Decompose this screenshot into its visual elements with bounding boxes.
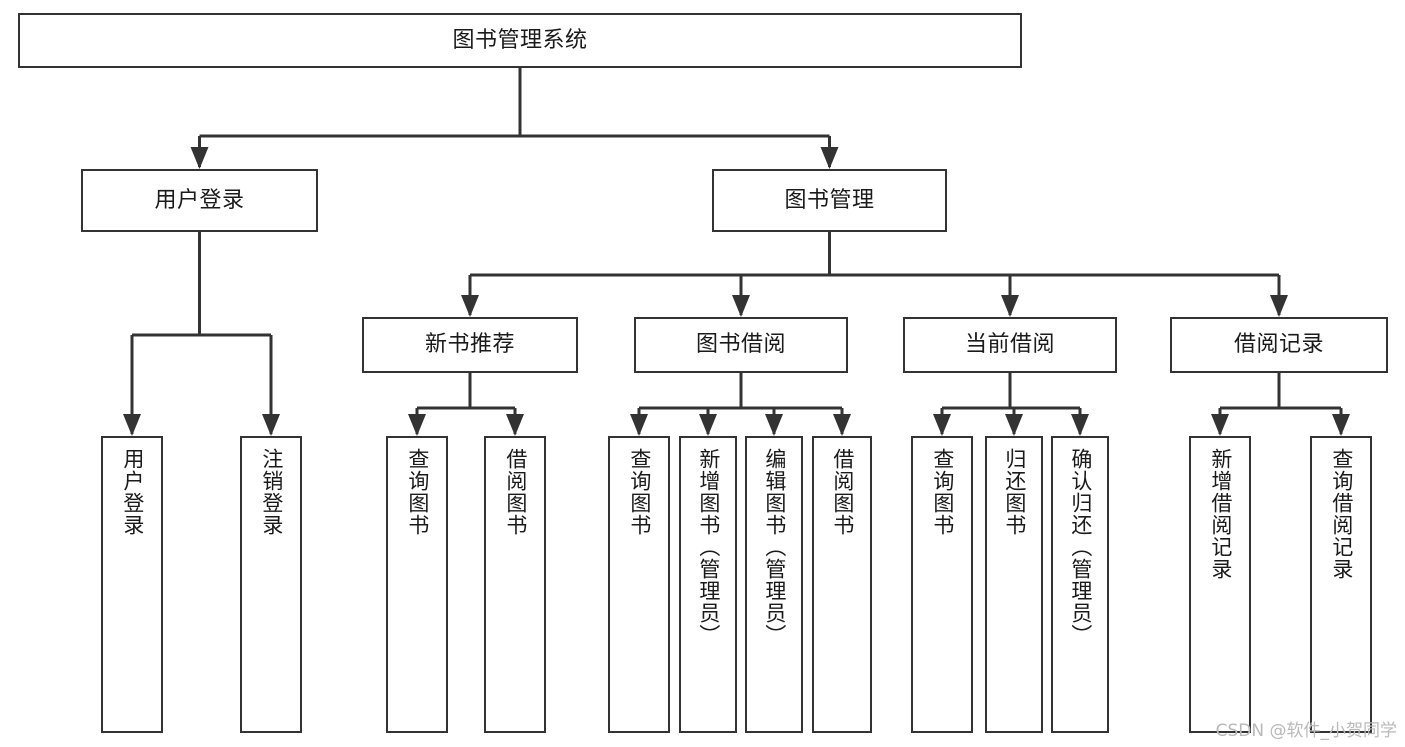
arrowhead (408, 414, 426, 436)
node-label: 借阅记录 (1233, 332, 1324, 358)
arrowhead (765, 414, 783, 436)
node-l4-c4[interactable]: 借阅图书 (812, 436, 872, 733)
arrowhead (833, 414, 851, 436)
node-l4-b1[interactable]: 查询图书 (386, 436, 448, 733)
node-l4-e2[interactable]: 查询借阅记录 (1310, 436, 1372, 733)
node-l3-newbook[interactable]: 新书推荐 (362, 317, 578, 373)
node-l4-e1[interactable]: 新增借阅记录 (1189, 436, 1251, 733)
arrowhead (1270, 295, 1288, 317)
node-l4-d1[interactable]: 查询图书 (911, 436, 973, 733)
node-l4-d3[interactable]: 确认归还（管理员） (1051, 436, 1109, 733)
node-l2-bookmgmt[interactable]: 图书管理 (712, 169, 947, 232)
node-l4-a2[interactable]: 注销登录 (240, 436, 302, 733)
node-label: 借阅图书 (503, 448, 528, 536)
arrowhead (1001, 295, 1019, 317)
node-label: 当前借阅 (964, 332, 1055, 358)
node-label: 注销登录 (259, 448, 284, 536)
node-label: 查询图书 (405, 448, 430, 536)
arrowhead (123, 414, 141, 436)
arrowhead (933, 414, 951, 436)
node-l4-c2[interactable]: 新增图书（管理员） (679, 436, 737, 733)
node-label: 查询图书 (930, 448, 955, 536)
node-l4-c3[interactable]: 编辑图书（管理员） (745, 436, 803, 733)
node-label: 查询图书 (627, 448, 652, 536)
node-label: 新增图书（管理员） (696, 448, 721, 646)
node-label: 归还图书 (1002, 448, 1027, 536)
node-l4-b2[interactable]: 借阅图书 (484, 436, 546, 733)
node-label: 图书管理 (784, 187, 875, 213)
arrowhead (732, 295, 750, 317)
arrowhead (190, 147, 209, 169)
node-label: 用户登录 (154, 187, 245, 213)
node-l4-d2[interactable]: 归还图书 (985, 436, 1043, 733)
node-l4-a1[interactable]: 用户登录 (101, 436, 163, 733)
node-label: 新书推荐 (424, 332, 515, 358)
node-label: 图书管理系统 (452, 27, 588, 53)
node-l4-c1[interactable]: 查询图书 (608, 436, 670, 733)
node-label: 编辑图书（管理员） (762, 448, 787, 646)
arrowhead (262, 414, 280, 436)
node-label: 借阅图书 (830, 448, 855, 536)
arrowhead (1211, 414, 1229, 436)
node-label: 查询借阅记录 (1329, 448, 1354, 580)
node-label: 用户登录 (120, 448, 145, 536)
arrowhead (1071, 414, 1089, 436)
node-label: 图书借阅 (695, 332, 786, 358)
arrowhead (630, 414, 648, 436)
node-l3-current[interactable]: 当前借阅 (903, 317, 1117, 373)
arrowhead (461, 295, 479, 317)
node-l3-borrow[interactable]: 图书借阅 (634, 317, 848, 373)
node-label: 确认归还（管理员） (1068, 448, 1093, 646)
arrowhead (699, 414, 717, 436)
arrowhead (1332, 414, 1350, 436)
arrowhead (506, 414, 524, 436)
arrowhead (1005, 414, 1023, 436)
node-label: 新增借阅记录 (1208, 448, 1233, 580)
node-l3-records[interactable]: 借阅记录 (1170, 317, 1388, 373)
arrowhead (820, 147, 839, 169)
node-root[interactable]: 图书管理系统 (18, 13, 1022, 68)
node-l2-login[interactable]: 用户登录 (81, 169, 318, 232)
